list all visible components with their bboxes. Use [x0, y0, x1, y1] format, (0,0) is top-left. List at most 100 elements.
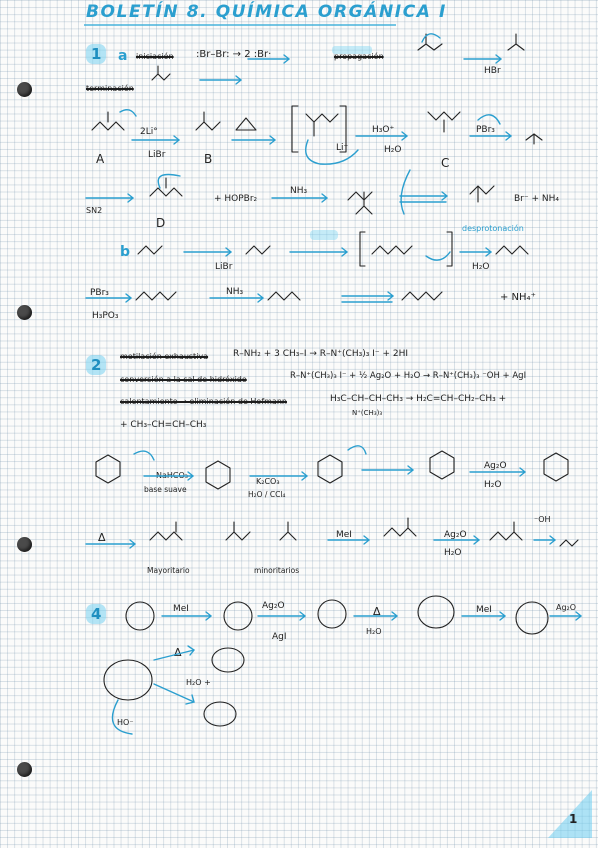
h2o-byproduct: H₂O	[384, 145, 402, 155]
li-cation: Li⁺	[336, 143, 349, 153]
cyclooctene-amine-ring	[417, 595, 455, 629]
nh4-product-b: + NH₄⁺	[500, 292, 536, 303]
highlight-mark	[310, 230, 338, 240]
compound-C-skeleton	[427, 111, 461, 133]
amine-product-sketch	[469, 185, 495, 203]
hopbr2-byproduct: + HOPBr₂	[214, 194, 258, 204]
page-number: 1	[569, 812, 578, 826]
minor-product-2	[279, 521, 297, 541]
mei-reagent-4: MeI	[173, 604, 189, 614]
arrow	[361, 465, 415, 475]
nh3-reagent-b: NH₃	[226, 287, 244, 297]
mei-reagent-b: MeI	[336, 530, 352, 540]
piperidine-ring	[95, 454, 121, 484]
metilacion-equation: R–NH₂ + 3 CH₃–I → R–N⁺(CH₃)₃ I⁻ + 2HI	[233, 349, 408, 359]
conversion-equation: R–N⁺(CH₃)₃ I⁻ + ½ Ag₂O + H₂O → R–N⁺(CH₃)…	[290, 371, 527, 381]
arrow	[85, 539, 137, 549]
curly-arrow	[421, 33, 441, 43]
arrow	[257, 611, 307, 621]
dimethylpiperidinium-ring	[317, 454, 343, 484]
label-D: D	[156, 216, 166, 230]
title-underline	[84, 24, 396, 26]
binder-hole	[17, 762, 32, 777]
binder-hole	[17, 82, 32, 97]
arrow	[231, 135, 277, 145]
bicyclic-hofmann-ring	[103, 659, 153, 701]
sn2-label: SN2	[86, 206, 103, 215]
pbr3-reagent-a: PBr₃	[476, 125, 495, 135]
h2o-b: H₂O	[472, 262, 490, 272]
bromobutane-chain	[137, 245, 163, 255]
arrow	[199, 75, 243, 85]
page-title: BOLETÍN 8. QUÍMICA ORGÁNICA I	[86, 2, 447, 22]
arrow	[85, 193, 135, 203]
binder-hole	[17, 305, 32, 320]
curly-arrow	[133, 450, 155, 461]
li-reagent: 2Li°	[140, 127, 158, 137]
arrow	[355, 131, 409, 141]
butyllithium-chain	[245, 245, 271, 255]
hbr-byproduct: HBr	[484, 66, 501, 76]
arrow	[271, 193, 329, 203]
arrow	[153, 645, 196, 661]
hexanol-chain	[495, 245, 529, 255]
arrow	[161, 611, 213, 621]
curly-arrow	[119, 109, 137, 117]
section-number-2: 2	[86, 355, 107, 375]
mei-reagent-4b: MeI	[476, 605, 492, 615]
h2o-byproduct-4: H₂O	[366, 627, 382, 636]
pbr3-reagent-b: PBr₃	[90, 288, 109, 298]
delta-heat-4b: Δ	[174, 646, 182, 659]
ag2o-reagent-b: Ag₂O	[444, 530, 467, 540]
cyclooctatriene-product	[211, 647, 245, 673]
h3po3-byproduct: H₃PO₃	[92, 311, 119, 321]
hexylammonium-chain	[267, 291, 301, 301]
delta-heat: Δ	[98, 531, 106, 544]
calentamiento-equation: H₃C–CH–CH–CH₃ → H₂C=CH–CH₂–CH₃ +	[330, 394, 507, 404]
intermediate-bracket	[291, 105, 347, 153]
phosphite-intermediate	[525, 133, 543, 145]
equilibrium-arrow	[341, 291, 395, 303]
part-b-label: b	[120, 244, 131, 260]
alkoxide-skeleton	[305, 113, 339, 137]
terminacion-label: terminación	[86, 84, 134, 93]
arrow	[209, 293, 265, 303]
intermediate-bracket-b	[359, 231, 453, 267]
arrow	[533, 535, 557, 545]
hydroxide-ion-4: HO⁻	[117, 718, 134, 727]
calentamiento-label: calentamiento → eliminación de Hofmann	[120, 397, 287, 406]
k2co3-reagent: K₂CO₃	[256, 477, 280, 486]
arrow	[183, 247, 233, 257]
conversion-label: conversión a la sal de hidróxido	[120, 375, 247, 384]
hofmann-minor-product: + CH₃–CH=CH–CH₃	[120, 420, 207, 430]
calentamiento-subscript: N⁺(CH₃)₃	[352, 409, 383, 417]
binder-hole	[17, 537, 32, 552]
compound-A-skeleton	[91, 111, 125, 131]
arrow	[153, 683, 195, 705]
h2o-ccl4-solvent: H₂O / CCl₄	[248, 490, 286, 499]
arrow	[433, 535, 481, 545]
hydroxide-bicyclic-ring	[317, 599, 347, 629]
bicyclic-amine-ring	[125, 601, 155, 631]
arrow	[143, 471, 195, 481]
iniciacion-equation: :Br–Br: → 2 :Br·	[196, 49, 272, 60]
arrow	[327, 535, 371, 545]
major-alkene-product	[149, 521, 183, 541]
equilibrium-arrow	[399, 191, 449, 203]
arrow	[131, 135, 181, 145]
section-number-4: 4	[86, 604, 107, 624]
curly-arrow	[400, 169, 411, 215]
curly-arrow	[305, 139, 359, 165]
metilacion-label: metilación exhaustiva	[120, 352, 209, 361]
curly-arrow	[111, 699, 133, 735]
compound-B-skeleton	[195, 111, 221, 131]
alkoxide-chain-b	[371, 245, 413, 255]
ammonium-sketch	[347, 191, 373, 215]
label-B: B	[204, 152, 213, 166]
n-methylpiperidine-ring	[205, 460, 231, 490]
arrow	[353, 611, 399, 621]
arrow	[249, 471, 309, 481]
arrow	[461, 611, 507, 621]
